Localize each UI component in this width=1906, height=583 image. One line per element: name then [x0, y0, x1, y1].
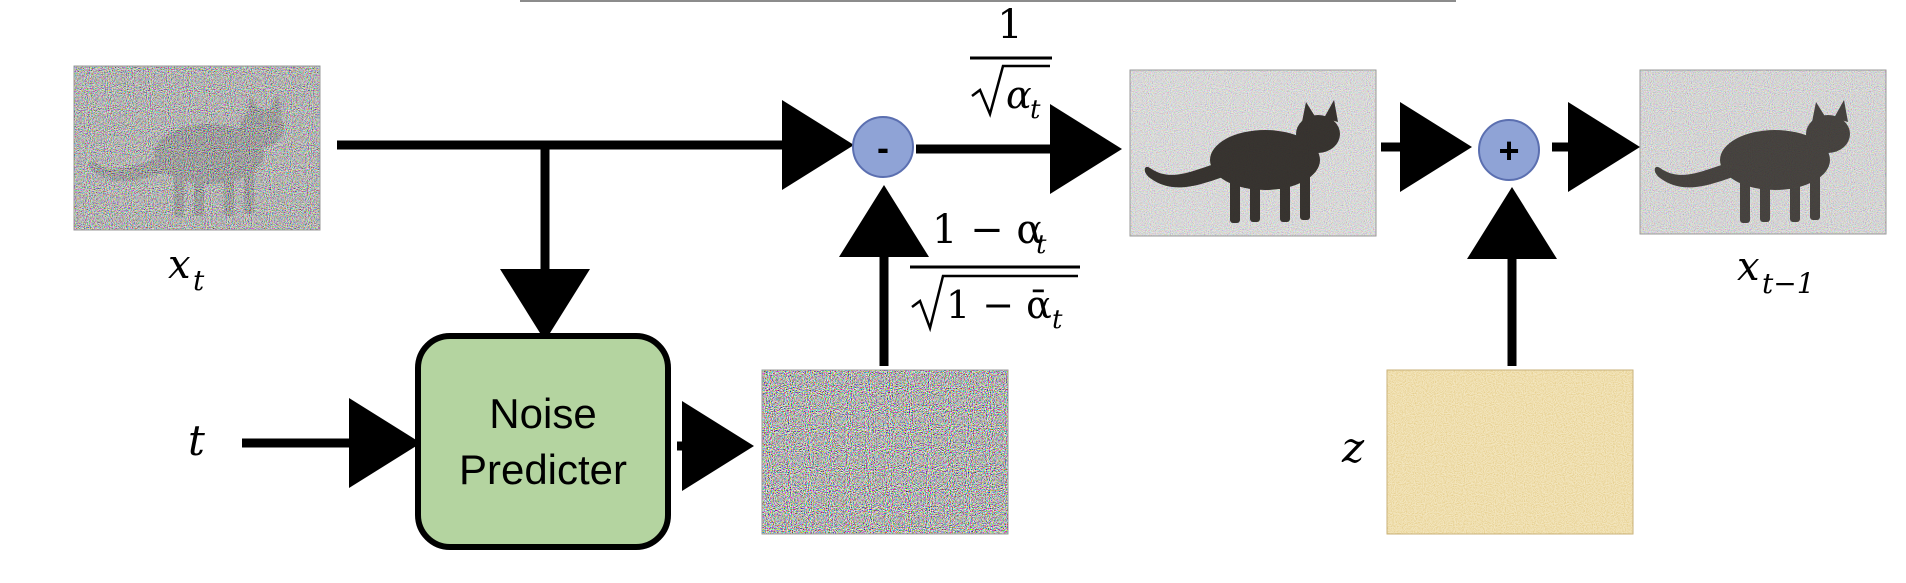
coef-top-numerator: 1 — [997, 2, 1022, 48]
plus-symbol: + — [1498, 130, 1519, 171]
minus-operator: - — [852, 116, 914, 178]
coef-one-over-sqrt-alpha: 1 α t — [970, 2, 1052, 125]
gold-noise-image — [1386, 369, 1634, 535]
minus-symbol: - — [877, 127, 889, 168]
plus-operator: + — [1478, 119, 1540, 181]
noise-predicter-box: Noise Predicter — [415, 333, 671, 550]
coef-top-radicand-sub: t — [1030, 95, 1041, 125]
denoised-cat-image — [1129, 69, 1377, 237]
coef-bottom-numerator: 1 − α — [932, 207, 1043, 253]
xt-label-main: x — [168, 242, 191, 288]
coef-bottom-numerator-sub: t — [1036, 230, 1047, 260]
predictor-label-line2: Predicter — [459, 446, 627, 493]
z-label: z — [1341, 423, 1365, 472]
xt-label: x t — [168, 242, 205, 297]
xprev-label-main: x — [1737, 244, 1760, 290]
t-label: t — [188, 416, 205, 465]
xt-label-sub: t — [193, 264, 205, 297]
coef-bottom-radicand: 1 − ᾱ — [946, 283, 1052, 327]
output-cat-image — [1639, 69, 1887, 235]
xprev-label: x t−1 — [1737, 244, 1815, 300]
noisy-cat-image — [73, 65, 321, 231]
rgb-noise-image — [761, 369, 1009, 535]
predictor-label-line1: Noise — [489, 390, 596, 437]
flow-arrows — [242, 100, 1640, 491]
xprev-label-sub: t−1 — [1762, 267, 1815, 300]
coef-top-radicand: α — [1006, 73, 1032, 117]
coef-bottom-radicand-sub: t — [1052, 305, 1063, 335]
coef-noise-scale: 1 − α t 1 − ᾱ t — [910, 207, 1080, 335]
